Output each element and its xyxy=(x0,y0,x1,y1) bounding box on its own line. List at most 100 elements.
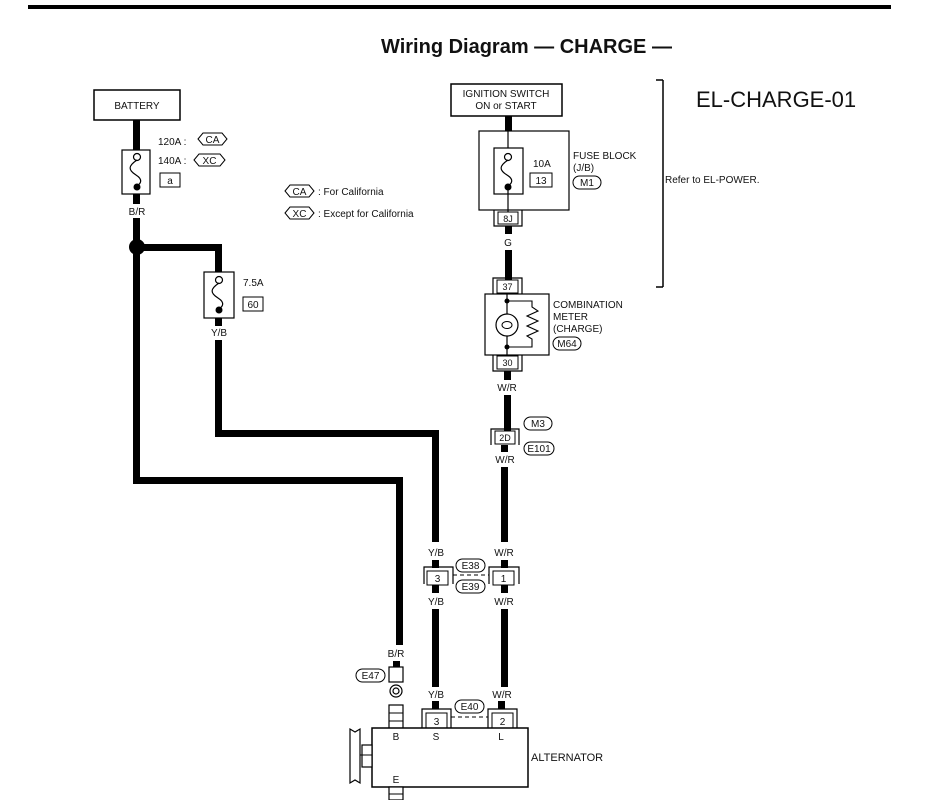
wire-yb-horizontal xyxy=(215,430,439,437)
wire-br-stub-alt xyxy=(393,661,400,668)
legend-ca: CA : For California xyxy=(284,184,384,198)
wire-br-trunk xyxy=(133,218,140,484)
ring-terminal-icon xyxy=(389,684,403,698)
svg-text:2: 2 xyxy=(500,717,506,728)
terminal-e-label: E xyxy=(393,775,400,786)
meter-label-1: COMBINATION xyxy=(553,300,623,311)
connector-badge-e47: E47 xyxy=(355,668,386,683)
fuse-rating-140: 140A : xyxy=(158,156,186,167)
wire-color-wr-2d: W/R xyxy=(495,455,514,466)
fuse-a xyxy=(121,149,151,195)
wire-fuse-a-out xyxy=(133,194,140,204)
wire-ign-to-fuseblock xyxy=(505,116,512,132)
fuse-a-id: a xyxy=(167,176,173,187)
svg-text:CA: CA xyxy=(206,135,220,146)
fuse-block-label: FUSE BLOCK xyxy=(573,151,637,162)
wire-wr-to-2d xyxy=(504,395,511,431)
wire-color-br-alt: B/R xyxy=(388,649,405,660)
svg-text:: Except for California: : Except for California xyxy=(318,209,414,220)
terminal-e38-1: 1 xyxy=(488,566,520,586)
b-stud xyxy=(388,704,404,730)
fuse-13-id-box xyxy=(529,172,553,188)
alternator-body xyxy=(371,727,529,788)
wire-color-g: G xyxy=(504,238,512,249)
svg-text:8J: 8J xyxy=(503,214,513,224)
wire-fuse60-out xyxy=(215,318,222,326)
wire-g xyxy=(505,250,512,280)
connector-badge-e39: E39 xyxy=(455,579,486,594)
svg-text:M3: M3 xyxy=(531,419,545,430)
svg-text:CA: CA xyxy=(293,187,307,198)
battery-box xyxy=(93,89,181,121)
wire-color-wr-alt: W/R xyxy=(492,690,511,701)
svg-text:E38: E38 xyxy=(462,561,480,572)
svg-text:2D: 2D xyxy=(499,433,511,443)
diagram-id: EL-CHARGE-01 xyxy=(696,87,856,112)
terminal-37: 37 xyxy=(492,277,523,294)
terminal-b-label: B xyxy=(393,732,400,743)
wire-color-yb-e39: Y/B xyxy=(428,597,444,608)
hex-badge-xc: XC xyxy=(193,153,226,167)
fuse-60-amps: 7.5A xyxy=(243,278,264,289)
charge-lamp xyxy=(495,294,540,355)
fuse-13-amps: 10A xyxy=(533,159,551,170)
svg-text:1: 1 xyxy=(501,574,507,585)
svg-text:: For California: : For California xyxy=(318,187,384,198)
wire-yb-to-e38 xyxy=(432,430,439,542)
terminal-2d: 2D xyxy=(490,428,520,445)
svg-text:30: 30 xyxy=(502,358,512,368)
connector-badge-e40: E40 xyxy=(454,699,485,714)
wire-color-wr-meter: W/R xyxy=(497,383,516,394)
svg-text:XC: XC xyxy=(293,209,307,220)
wire-color-yb-fuse60: Y/B xyxy=(211,328,227,339)
connector-badge-e38: E38 xyxy=(455,558,486,573)
terminal-30: 30 xyxy=(492,355,523,372)
svg-text:XC: XC xyxy=(203,156,217,167)
wire-wr-stub-2 xyxy=(501,445,508,452)
svg-text:3: 3 xyxy=(434,717,440,728)
top-rule xyxy=(28,5,891,9)
alternator-label: ALTERNATOR xyxy=(531,752,603,764)
wire-yb-stub-e39 xyxy=(432,585,439,593)
wire-wr-to-e38 xyxy=(501,467,508,542)
wire-wr-to-alt xyxy=(501,609,508,687)
fuse-60-id: 60 xyxy=(247,300,259,311)
wire-yb-to-alt xyxy=(432,609,439,687)
pulley-icon xyxy=(349,727,373,785)
fuse-rating-120: 120A : xyxy=(158,137,186,148)
battery-label: BATTERY xyxy=(114,101,160,112)
wire-wr-stub xyxy=(504,371,511,380)
wire-br-down xyxy=(396,477,403,645)
connector-badge-e101: E101 xyxy=(523,441,555,456)
connector-badge-m1: M1 xyxy=(572,175,602,190)
fuse-13 xyxy=(493,147,524,195)
wire-color-br-top: B/R xyxy=(129,207,146,218)
wire-wr-stub-e38 xyxy=(501,560,508,568)
wire-color-yb-alt: Y/B xyxy=(428,690,444,701)
svg-text:M64: M64 xyxy=(557,339,577,350)
terminal-s-3: 3 xyxy=(421,708,452,729)
svg-text:M1: M1 xyxy=(580,178,594,189)
terminal-s-label: S xyxy=(433,732,440,743)
fuse-block-box xyxy=(478,130,570,211)
wire-wr-stub-alt xyxy=(498,701,505,709)
e47-terminal xyxy=(388,666,404,683)
terminal-8j: 8J xyxy=(493,210,523,227)
terminal-l-label: L xyxy=(498,732,504,743)
meter-label-3: (CHARGE) xyxy=(553,324,602,335)
fuse-block-jb: (J/B) xyxy=(573,163,594,174)
wire-br-horizontal xyxy=(133,477,403,484)
terminal-e38-3: 3 xyxy=(423,566,454,586)
wire-splice-to-fuse60 xyxy=(137,244,222,251)
svg-text:3: 3 xyxy=(435,574,441,585)
wire-to-fuse60 xyxy=(215,244,222,274)
svg-text:E47: E47 xyxy=(362,671,380,682)
svg-text:E40: E40 xyxy=(461,702,479,713)
fuse-a-id-box xyxy=(159,172,181,188)
svg-text:ON or START: ON or START xyxy=(475,101,536,112)
hex-badge-ca: CA xyxy=(197,132,228,146)
ignition-switch: IGNITION SWITCH ON or START xyxy=(450,83,563,117)
page-title: Wiring Diagram — CHARGE — xyxy=(381,36,672,58)
wire-yb-stub-alt xyxy=(432,701,439,709)
